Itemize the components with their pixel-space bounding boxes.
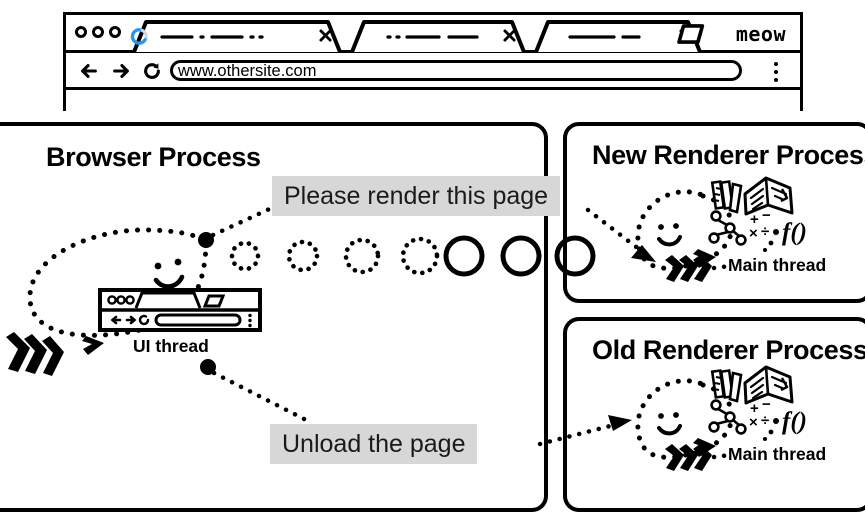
- unload-message-label: Unload the page: [270, 424, 478, 464]
- window-control-dot-1[interactable]: [75, 26, 87, 38]
- old-renderer-main-thread-label: Main thread: [728, 444, 827, 464]
- old-renderer-process-title: Old Renderer Process: [592, 335, 865, 365]
- ui-thread-label: UI thread: [133, 336, 209, 356]
- reload-icon[interactable]: [142, 61, 162, 81]
- render-message-label: Please render this page: [272, 176, 561, 216]
- kebab-dot-3: [774, 78, 778, 82]
- window-control-dot-2[interactable]: [92, 26, 104, 38]
- browser-tab-1[interactable]: [120, 20, 342, 53]
- browser-brand-label: meow: [735, 22, 786, 46]
- tab-2-close-icon[interactable]: [503, 29, 516, 42]
- address-bar[interactable]: [170, 60, 742, 81]
- kebab-dot-1: [774, 62, 778, 66]
- browser-toolbar: www.othersite.com: [66, 53, 800, 90]
- tab-1-title-redacted: [160, 35, 264, 39]
- browser-viewport: [66, 90, 800, 111]
- arrow-left-icon[interactable]: [79, 61, 99, 81]
- tab-1-close-icon[interactable]: [319, 29, 332, 42]
- browser-tab-2[interactable]: [338, 20, 526, 53]
- browser-process-title: Browser Process: [46, 142, 261, 172]
- new-renderer-process-title: New Renderer Process: [592, 140, 865, 170]
- old-renderer-process-panel: Old Renderer Process: [563, 317, 865, 512]
- new-renderer-main-thread-label: Main thread: [728, 255, 827, 275]
- browser-window: meow www.othersite.com: [63, 12, 803, 111]
- kebab-menu-icon[interactable]: [774, 62, 778, 86]
- window-controls[interactable]: [75, 26, 121, 38]
- new-renderer-process-panel: New Renderer Process: [563, 122, 865, 303]
- window-control-dot-3[interactable]: [109, 26, 121, 38]
- address-bar-url[interactable]: www.othersite.com: [178, 62, 317, 80]
- tab-3-title-redacted: [568, 35, 641, 39]
- tab-loading-spinner-icon: [130, 28, 148, 45]
- tab-2-title-redacted: [386, 35, 479, 39]
- arrow-right-icon[interactable]: [111, 61, 131, 81]
- tab-strip: meow: [66, 15, 800, 53]
- kebab-dot-2: [774, 70, 778, 74]
- new-tab-button-icon[interactable]: [670, 23, 706, 45]
